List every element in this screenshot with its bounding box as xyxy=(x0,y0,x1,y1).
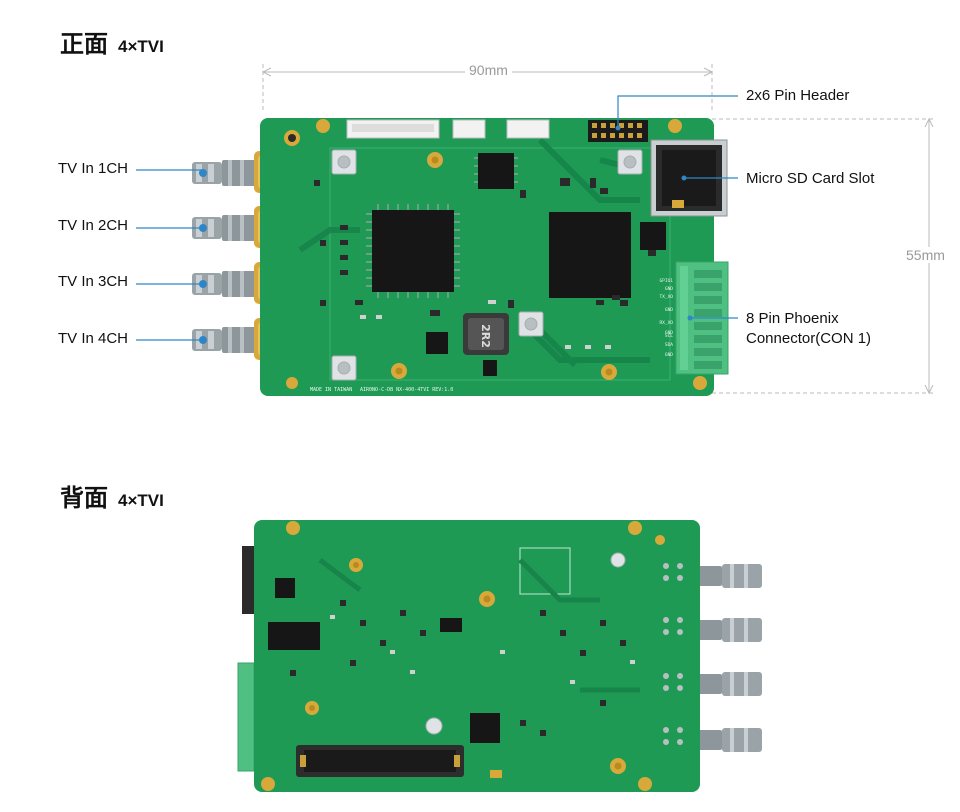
silk-model: AIR0NO-C-DB NX-400-4TVI REV:1.0 xyxy=(360,387,453,393)
callout-tv-in-1ch: TV In 1CH xyxy=(58,160,129,177)
callout-micro-sd: Micro SD Card Slot xyxy=(746,170,875,187)
callout-phoenix-line2: Connector(CON 1) xyxy=(746,330,872,347)
pin-label: SCL xyxy=(665,333,673,339)
top-connectors xyxy=(346,119,550,139)
front-heading: 正面 4×TVI xyxy=(60,24,164,59)
back-sd-slot-edge xyxy=(242,546,256,614)
pin-label: GND xyxy=(665,307,673,313)
pin-label: GND xyxy=(665,352,673,358)
pin-label: TX_XO xyxy=(659,294,673,300)
callout-phoenix-line1: 8 Pin Phoenix xyxy=(746,310,839,327)
callout-lines xyxy=(136,95,738,341)
callout-tv-in-3ch: TV In 3CH xyxy=(58,273,129,290)
pin-label: GND xyxy=(665,330,673,336)
callout-pin-header: 2x6 Pin Header xyxy=(746,87,850,104)
pin-label: RX_XO xyxy=(659,320,673,326)
mounting-holes xyxy=(284,119,707,390)
back-title: 背面 xyxy=(60,484,108,512)
back-view xyxy=(237,520,762,792)
back-board-connector xyxy=(296,745,464,777)
silk-made-in: MADE IN TAIWAN xyxy=(310,387,352,393)
back-subtitle: 4×TVI xyxy=(118,491,164,510)
callout-tv-in-4ch: TV In 4CH xyxy=(58,330,129,347)
back-terminal-edge xyxy=(237,662,255,772)
width-dimension-label: 90mm xyxy=(465,62,512,78)
front-subtitle: 4×TVI xyxy=(118,37,164,56)
pin-label: SDA xyxy=(665,342,673,348)
inductor-label: 2R2 xyxy=(479,324,492,348)
callout-tv-in-2ch: TV In 2CH xyxy=(58,217,129,234)
inductor-2r2 xyxy=(463,313,509,355)
front-view: GPIO1 GND TX_XO GND RX_XO GND SCL SDA GN… xyxy=(136,64,935,396)
back-bnc-connectors xyxy=(698,564,762,752)
pcb-front: GPIO1 GND TX_XO GND RX_XO GND SCL SDA GN… xyxy=(260,118,729,396)
pin-label: GPIO1 xyxy=(659,278,673,284)
height-dimension-label: 55mm xyxy=(902,247,949,263)
callout-phoenix: 8 Pin Phoenix Connector(CON 1) xyxy=(746,309,871,349)
front-title: 正面 xyxy=(60,30,108,58)
pin-header-2x6 xyxy=(588,120,648,142)
pcb-back xyxy=(254,520,700,792)
pin-label: GND xyxy=(665,286,673,292)
back-heading: 背面 4×TVI xyxy=(60,478,164,513)
chips xyxy=(372,153,666,376)
